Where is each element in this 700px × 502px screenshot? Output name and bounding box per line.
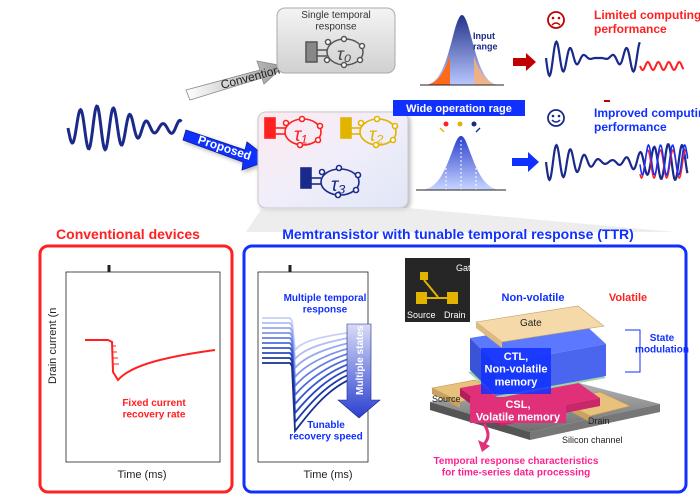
- arrow-to-limited: [513, 53, 536, 71]
- proposed-arrow: Proposed: [182, 129, 271, 171]
- improved-overlay-colored: [639, 143, 689, 180]
- layer-gate-label: Gate: [520, 318, 542, 329]
- tau2-device-icon: [340, 115, 399, 149]
- top-view-source-label: Source: [407, 310, 436, 320]
- device-top-view: Gate Source Drain: [405, 258, 476, 322]
- arrow-to-improved: [512, 152, 539, 172]
- wide-range-banner: Wide operation rage: [393, 100, 525, 116]
- proposed-box: τ₁ τ₂ τ₃: [257, 111, 409, 209]
- tau0-device-icon: [305, 35, 366, 69]
- right-xlabel: Time (ms): [303, 469, 352, 481]
- tau2-label: τ₂: [369, 125, 384, 146]
- happy-face-icon: [547, 109, 565, 127]
- pointer-arrow: [478, 423, 490, 452]
- multiple-states-label: Multiple states: [355, 325, 366, 395]
- conventional-arrow: Conventional: [185, 60, 290, 101]
- volatile-label: Volatile: [609, 292, 647, 304]
- wide-range-dots: [439, 121, 481, 133]
- left-panel-frame: [38, 244, 234, 494]
- layer-source-label: Source: [432, 394, 461, 404]
- limited-output-waveform: [544, 40, 641, 78]
- non-volatile-label: Non-volatile: [502, 292, 565, 304]
- multiple-states-arrow: Multiple states: [337, 323, 381, 419]
- silicon-channel-label: Silicon channel: [562, 435, 623, 445]
- input-waveform: [66, 104, 183, 152]
- narrow-input-distribution: [420, 15, 504, 86]
- left-decay-curve: [85, 339, 216, 382]
- zoom-wedge: [246, 208, 675, 232]
- left-plot-frame: [65, 271, 221, 463]
- layer-csl-label: CSL,Volatile memory: [476, 399, 561, 424]
- tau1-device-icon: [264, 115, 324, 149]
- left-ylabel: Drain current (n: [47, 308, 59, 384]
- sad-face-icon: [547, 11, 565, 29]
- limited-output-tail: [639, 60, 685, 72]
- state-modulation-bracket: [625, 329, 641, 373]
- tau0-label: τ₀: [337, 44, 352, 64]
- wide-input-distribution: [416, 136, 506, 191]
- csl-label-box: CSL,Volatile memory: [470, 397, 566, 424]
- top-view-gate-label: Gate: [456, 263, 476, 273]
- left-xlabel: Time (ms): [117, 469, 166, 481]
- tau1-label: τ₁: [294, 125, 307, 146]
- layer-drain-label: Drain: [588, 416, 610, 426]
- left-panel-title: Conventional devices: [56, 226, 200, 242]
- top-view-drain-label: Drain: [444, 310, 466, 320]
- wide-range-label: Wide operation rage: [406, 103, 512, 115]
- tau3-device-icon: [300, 164, 362, 199]
- left-decay-dashes: [113, 345, 119, 365]
- right-panel-title: Memtransistor with tunable temporal resp…: [282, 226, 634, 242]
- proposed-label: Proposed: [196, 133, 253, 163]
- tau3-label: τ₃: [331, 175, 346, 196]
- right-panel-frame: [242, 244, 688, 494]
